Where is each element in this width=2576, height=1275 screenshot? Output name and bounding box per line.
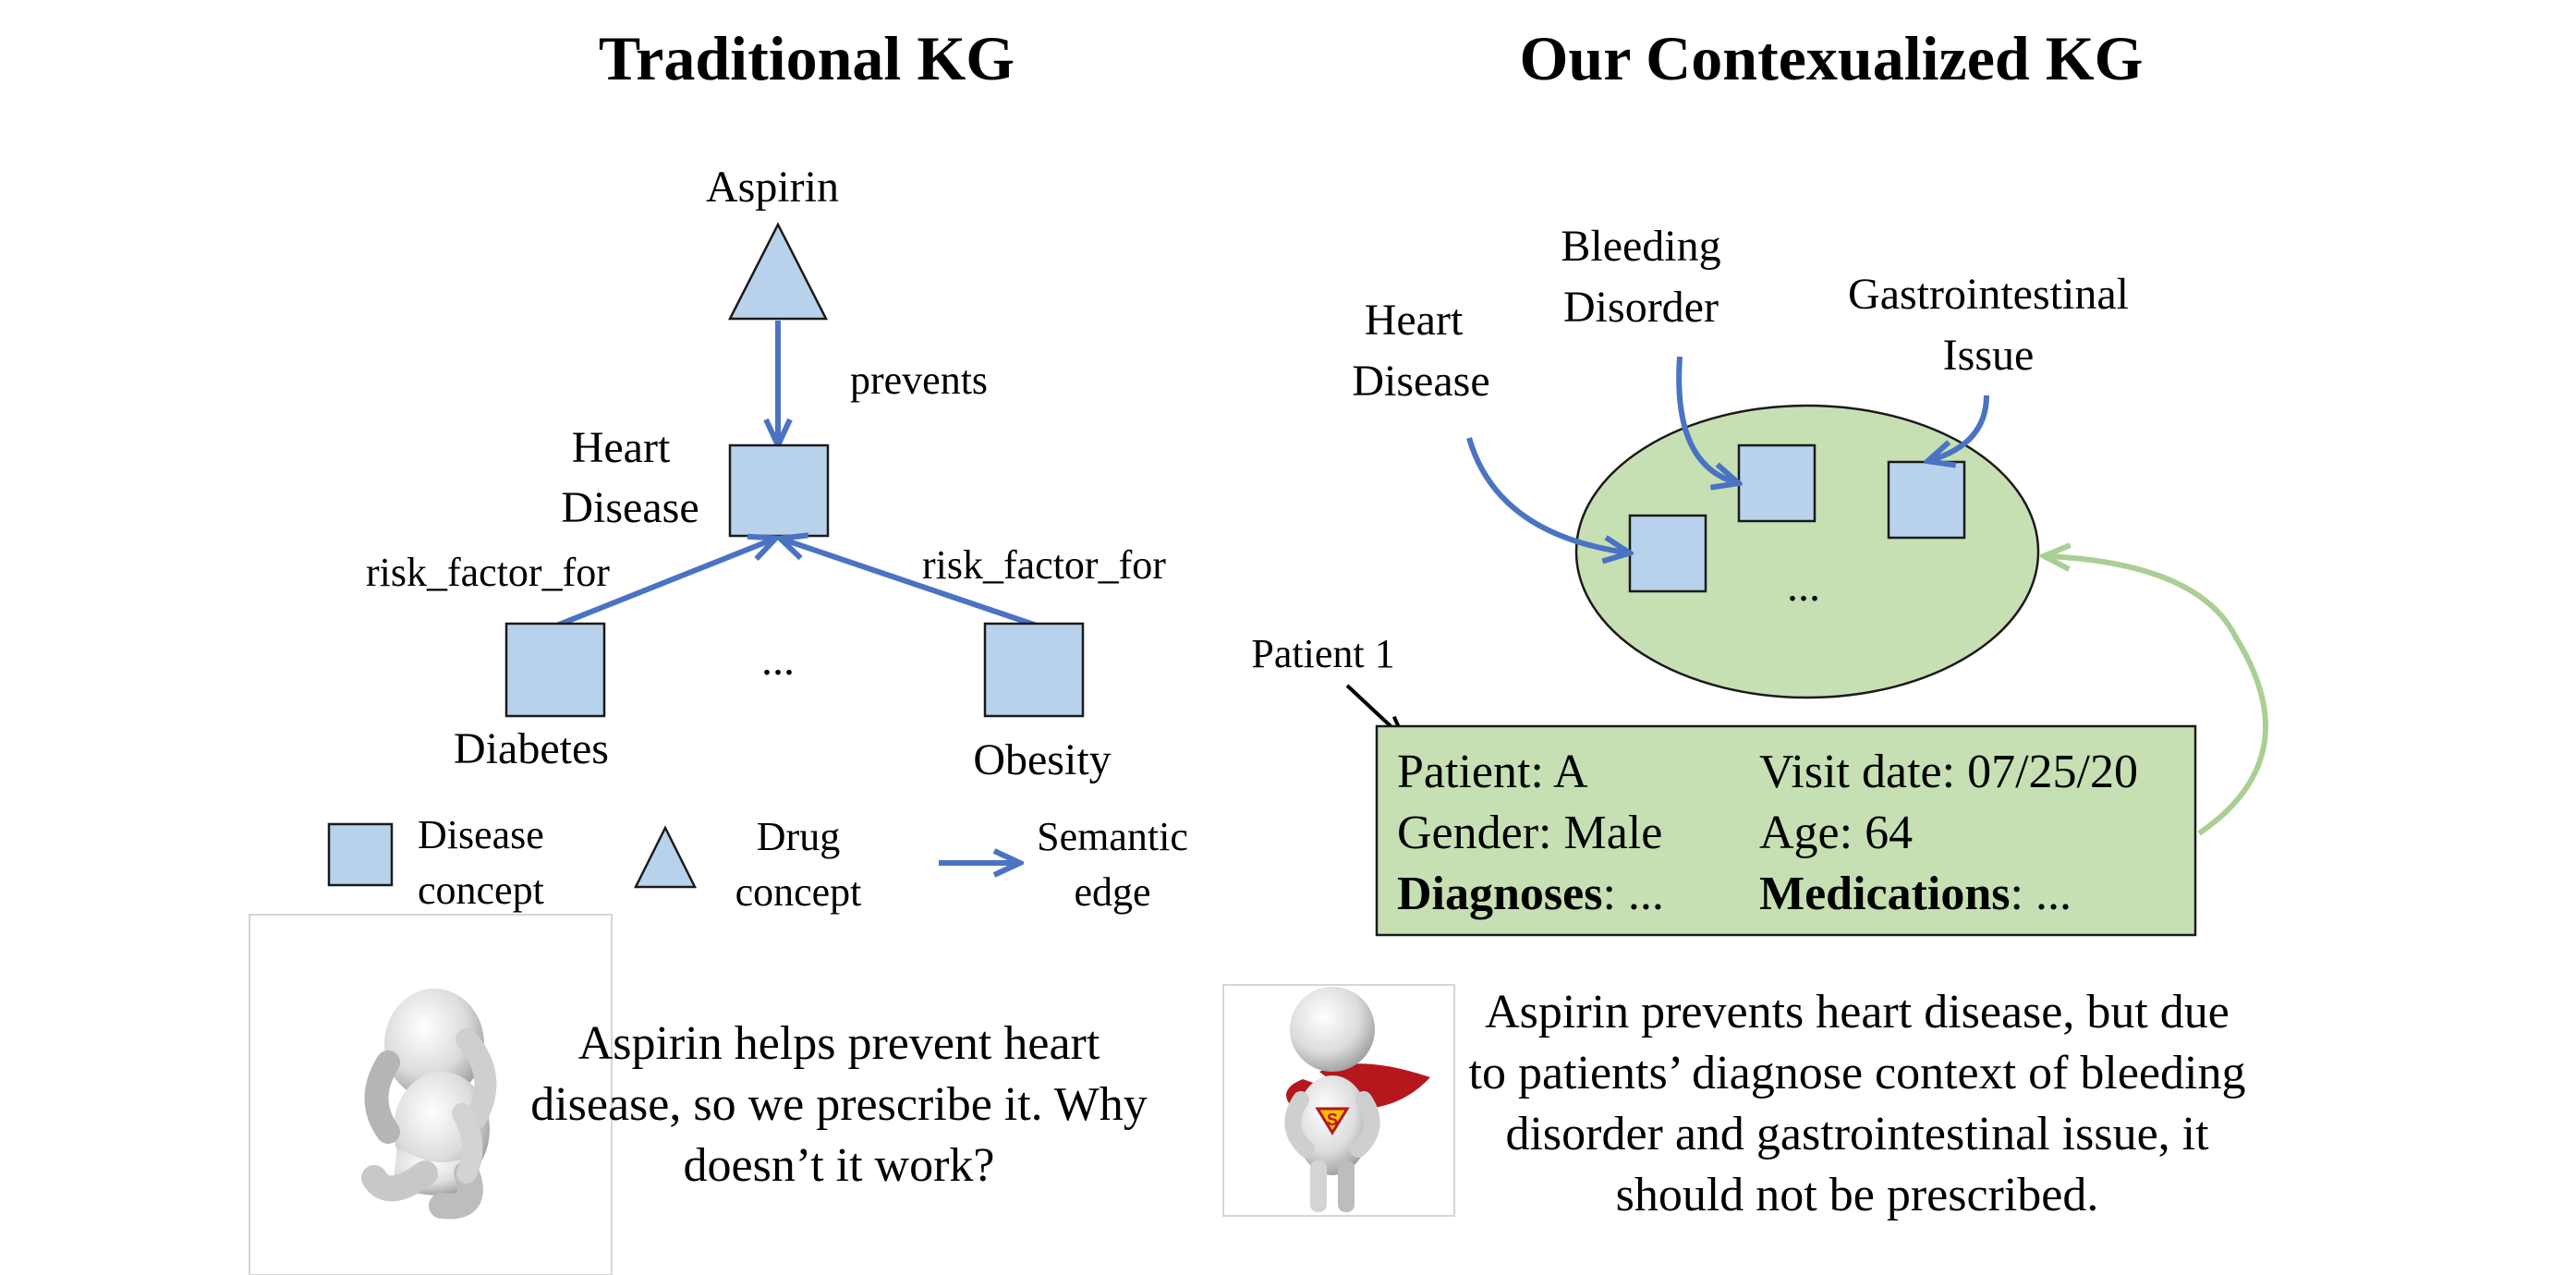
age: Age: 64 — [1759, 807, 1913, 859]
right-caption-line2: to patients’ diagnose context of bleedin… — [1469, 1047, 2246, 1099]
legend-edge-line1: Semantic — [1037, 814, 1188, 859]
context-node-heart-disease — [1628, 514, 1707, 593]
right-title: Our Contexualized KG — [1520, 23, 2144, 93]
ctx-bleeding-arrow — [1676, 356, 1735, 482]
legend-disease-line1: Disease — [418, 812, 544, 857]
left-title: Traditional KG — [599, 23, 1015, 93]
left-caption-line2: disease, so we prescribe it. Why — [530, 1078, 1148, 1131]
right-caption-line1: Aspirin prevents heart disease, but due — [1485, 986, 2230, 1038]
right-caption-line4: should not be prescribed. — [1616, 1169, 2099, 1221]
ctx-gastro-line1: Gastrointestinal — [1848, 270, 2129, 319]
heart-disease-label-line1: Heart — [572, 423, 671, 472]
obesity-label: Obesity — [973, 735, 1111, 784]
ctx-bleeding-line2: Disorder — [1563, 283, 1719, 332]
diabetes-node — [504, 622, 606, 718]
risk-factor-label-right: risk_factor_for — [922, 542, 1166, 588]
risk-factor-edge-left — [553, 540, 772, 629]
patient-id: Patient: A — [1397, 746, 1588, 798]
diagnoses-value: : ... — [1602, 868, 1663, 920]
medications: Medications: ... — [1759, 868, 2072, 920]
patient-card — [1375, 724, 2197, 937]
ctx-gastro-arrow — [1931, 395, 1989, 460]
diagnoses: Diagnoses: ... — [1397, 868, 1664, 920]
ctx-heart-line2: Disease — [1352, 357, 1489, 406]
risk-factor-edge-right — [784, 540, 1038, 628]
diagnoses-key: Diagnoses — [1397, 868, 1602, 920]
heart-disease-node — [728, 443, 830, 538]
right-caption-line3: disorder and gastrointestinal issue, it — [1505, 1108, 2209, 1160]
left-caption-line3: doesn’t it work? — [684, 1139, 995, 1192]
heart-disease-label-line2: Disease — [561, 483, 699, 532]
context-node-gastro — [1887, 460, 1966, 540]
aspirin-drug-node — [727, 222, 829, 321]
diabetes-label: Diabetes — [454, 724, 609, 773]
legend-edge-line2: edge — [1074, 869, 1150, 915]
patient-1-label: Patient 1 — [1251, 631, 1394, 676]
prevents-edge-label: prevents — [850, 358, 988, 403]
left-caption-line1: Aspirin helps prevent heart — [578, 1017, 1100, 1070]
medications-key: Medications — [1759, 868, 2011, 920]
superhero-person-icon: S — [1284, 987, 1430, 1212]
ctx-heart-line1: Heart — [1365, 296, 1464, 345]
legend-drug-line1: Drug — [757, 814, 840, 859]
ctx-bleeding-line1: Bleeding — [1561, 222, 1720, 271]
worried-person-icon — [361, 989, 497, 1220]
visit-date: Visit date: 07/25/20 — [1759, 746, 2138, 798]
obesity-node — [983, 622, 1085, 718]
card-to-context-arrow — [2047, 556, 2268, 836]
legend-disease-line2: concept — [418, 868, 544, 913]
ctx-gastro-line2: Issue — [1943, 331, 2035, 380]
medications-value: : ... — [2011, 868, 2072, 920]
ctx-heart-arrow — [1466, 437, 1626, 552]
gender: Gender: Male — [1397, 807, 1662, 859]
svg-text:S: S — [1327, 1111, 1338, 1129]
left-ellipsis: ... — [761, 636, 795, 685]
context-node-bleeding — [1737, 443, 1817, 523]
legend-disease-square — [327, 822, 394, 887]
context-ellipsis: ... — [1787, 562, 1820, 611]
aspirin-label: Aspirin — [706, 163, 839, 212]
legend-drug-triangle — [633, 825, 698, 889]
risk-factor-label-left: risk_factor_for — [366, 550, 610, 595]
legend-drug-line2: concept — [735, 869, 862, 915]
